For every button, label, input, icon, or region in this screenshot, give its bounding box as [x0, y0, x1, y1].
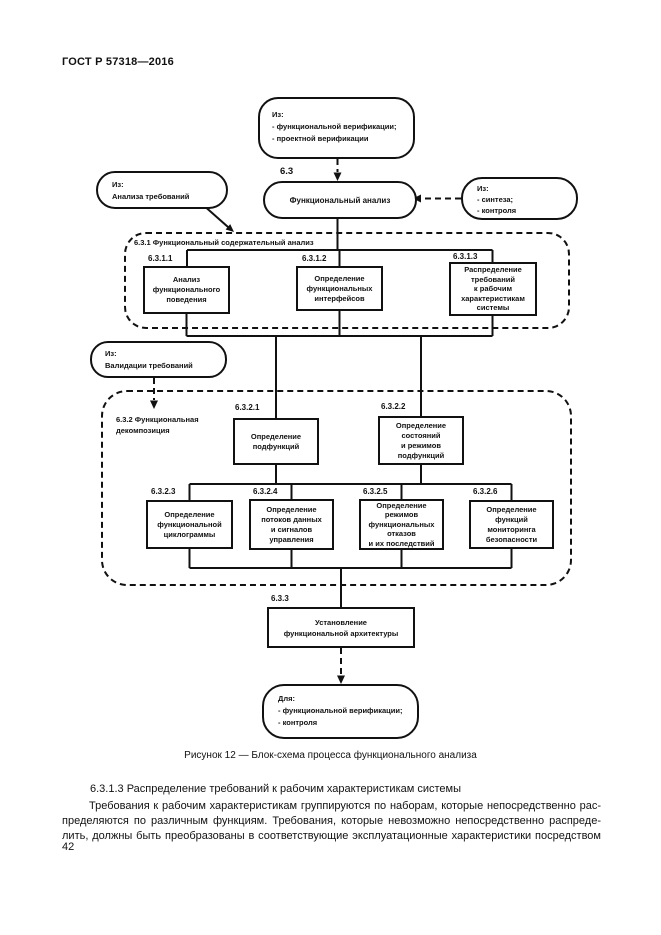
label-6-3-2-6: 6.3.2.6: [472, 487, 499, 496]
node-functional-analysis: Функциональный анализ: [263, 181, 417, 219]
figure-12-diagram: 6.3.1 Функциональный содержательный анал…: [90, 97, 578, 739]
label-6-3-1-3: 6.3.1.3: [452, 252, 479, 261]
box-functional-cyclogram: Определение функциональной циклограммы: [146, 500, 233, 549]
box-functional-architecture-establishment: Установление функциональной архитектуры: [267, 607, 415, 648]
container-6-3-1: 6.3.1 Функциональный содержательный анал…: [124, 232, 570, 329]
box-subfunction-states-modes: Определение состояний и режимов подфункц…: [378, 416, 464, 465]
oval-from-requirements-analysis: Из: Анализа требований: [96, 171, 228, 209]
box-subfunctions-definition: Определение подфункций: [233, 418, 319, 465]
arrowheads: [150, 172, 421, 684]
figure-caption: Рисунок 12 — Блок-схема процесса функцио…: [184, 750, 477, 761]
page-number: 42: [62, 841, 75, 853]
oval-from-verification: Из: - функциональной верификации; - прое…: [258, 97, 415, 159]
box-data-flows-control-signals: Определение потоков данных и сигналов уп…: [249, 499, 334, 550]
label-6-3-2-4: 6.3.2.4: [252, 487, 279, 496]
box-functional-interfaces-definition: Определение функциональных интерфейсов: [296, 266, 383, 311]
page-header: ГОСТ Р 57318—2016: [62, 56, 174, 68]
paragraph-line: пределяются по различным функциям. Требо…: [62, 815, 601, 827]
container-6-3-2: 6.3.2 Функциональная декомпозиция: [101, 390, 572, 586]
container-6-3-1-label: 6.3.1 Функциональный содержательный анал…: [134, 238, 314, 247]
label-6-3-3: 6.3.3: [270, 594, 290, 603]
oval-from-requirements-validation: Из: Валидации требований: [90, 341, 227, 378]
box-failure-modes-consequences: Определение режимов функциональных отказ…: [359, 499, 444, 550]
oval-from-synthesis-control: Из: - синтеза; - контроля: [461, 177, 578, 220]
label-6-3-1-2: 6.3.1.2: [301, 254, 328, 263]
container-6-3-2-label: 6.3.2 Функциональная декомпозиция: [116, 415, 199, 435]
box-performance-requirements-allocation: Распределение требований к рабочим харак…: [449, 262, 537, 316]
section-heading: 6.3.1.3 Распределение требований к рабоч…: [90, 783, 462, 795]
paragraph-line: лить, должны быть преобразованы в соотве…: [62, 830, 601, 842]
oval-for-verification-control: Для: - функциональной верификации; - кон…: [262, 684, 419, 739]
label-6-3-2-2: 6.3.2.2: [380, 402, 407, 411]
box-safety-monitoring-functions: Определение функций мониторинга безопасн…: [469, 500, 554, 549]
label-6-3: 6.3: [280, 166, 294, 177]
box-functional-behavior-analysis: Анализ функционального поведения: [143, 266, 230, 314]
label-6-3-1-1: 6.3.1.1: [147, 254, 174, 263]
label-6-3-2-5: 6.3.2.5: [362, 487, 389, 496]
label-6-3-2-1: 6.3.2.1: [234, 403, 261, 412]
body-paragraph: Требования к рабочим характеристикам гру…: [62, 799, 601, 844]
label-6-3-2-3: 6.3.2.3: [150, 487, 177, 496]
paragraph-line: Требования к рабочим характеристикам гру…: [89, 800, 601, 812]
connector-lines: [150, 159, 513, 684]
